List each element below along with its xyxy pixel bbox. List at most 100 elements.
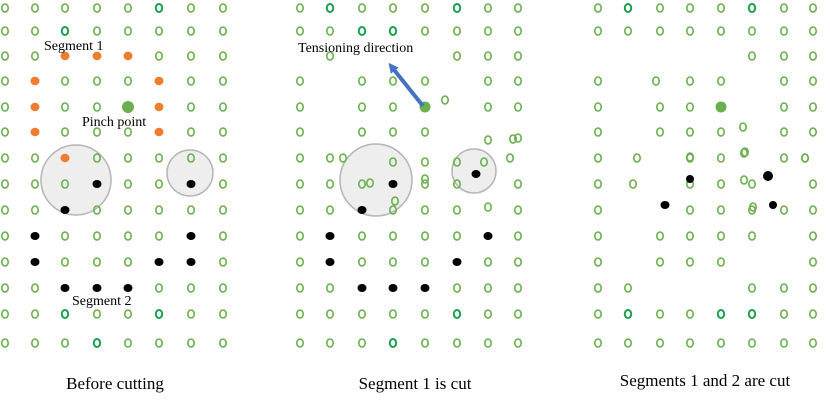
lattice-node-ring: [219, 102, 228, 112]
lattice-node-ring: [0, 51, 10, 61]
lattice-node-ring: [60, 3, 69, 13]
lattice-node-ring: [513, 3, 522, 13]
segment-2-node: [420, 284, 430, 292]
lattice-node-ring: [93, 26, 102, 36]
segment-2-node: [30, 258, 40, 266]
lattice-node-ring: [779, 338, 788, 348]
lattice-node-ring: [0, 3, 10, 13]
lattice-node-ring: [513, 102, 522, 112]
lattice-node-ring: [808, 127, 817, 137]
lattice-node-ring: [513, 179, 522, 189]
lattice-node-ring: [747, 338, 756, 348]
lattice-node-ring: [651, 76, 660, 86]
lattice-node-ring: [685, 76, 694, 86]
segment-1-node: [30, 76, 40, 86]
lattice-node-ring: [30, 51, 39, 61]
lattice-node-ring: [388, 3, 397, 13]
lattice-node-ring: [155, 338, 164, 348]
lattice-node-ring: [513, 309, 522, 319]
lattice-node-ring: [483, 257, 492, 267]
lattice-node-ring: [30, 26, 39, 36]
lattice-node-ring: [357, 102, 366, 112]
segment-1-node: [154, 127, 164, 137]
lattice-node-ring: [219, 338, 228, 348]
lattice-node-ring: [623, 309, 633, 319]
lattice-node-ring: [779, 205, 788, 215]
lattice-node-ring: [593, 257, 602, 267]
lattice-node-ring: [0, 127, 10, 137]
lattice-node-ring: [295, 127, 304, 137]
lattice-node-ring: [187, 338, 196, 348]
segment-2-node: [325, 232, 335, 240]
segment-2-node: [660, 201, 670, 209]
segment-1-node: [123, 51, 133, 61]
lattice-node-ring: [357, 26, 367, 36]
lattice-node-ring: [187, 283, 196, 293]
lattice-node-ring: [219, 179, 228, 189]
lattice-node-ring: [30, 338, 39, 348]
lattice-node-ring: [93, 309, 102, 319]
lattice-node-ring: [155, 179, 164, 189]
segment-2-node: [357, 284, 367, 292]
lattice-node-ring: [155, 26, 164, 36]
lattice-node-ring: [357, 257, 366, 267]
lattice-node-ring: [685, 152, 694, 162]
lattice-node-ring: [513, 231, 522, 241]
lattice-node-ring: [0, 179, 10, 189]
lattice-node-ring: [483, 51, 492, 61]
lattice-markers: [0, 3, 817, 348]
lattice-node-ring: [295, 76, 304, 86]
lattice-node-ring: [295, 153, 304, 163]
lattice-node-ring: [483, 102, 492, 112]
lattice-node-ring: [187, 102, 196, 112]
panel-1-highlight-circle-left: [40, 144, 112, 216]
lattice-node-ring: [420, 309, 429, 319]
lattice-node-ring: [124, 231, 133, 241]
lattice-node-ring: [808, 257, 817, 267]
lattice-node-ring: [655, 231, 664, 241]
lattice-node-ring: [808, 179, 817, 189]
lattice-node-ring: [124, 205, 133, 215]
lattice-node-ring: [420, 174, 429, 184]
lattice-node-ring: [716, 179, 725, 189]
lattice-node-ring: [155, 283, 164, 293]
lattice-node-ring: [593, 102, 602, 112]
lattice-node-ring: [685, 338, 694, 348]
panel-1-highlight-circle-right: [166, 149, 214, 197]
segment-1-node: [30, 102, 40, 112]
lattice-node-ring: [483, 309, 492, 319]
segment-1-node: [92, 51, 102, 61]
lattice-node-ring: [124, 76, 133, 86]
lattice-node-ring: [452, 3, 462, 13]
lattice-node-ring: [779, 283, 788, 293]
lattice-node-ring: [685, 309, 694, 319]
lattice-node-ring: [60, 127, 69, 137]
segment-1-node: [60, 51, 70, 61]
lattice-node-ring: [808, 76, 817, 86]
pinch-point-label: Pinch point: [82, 115, 146, 130]
lattice-node-ring: [420, 231, 429, 241]
lattice-node-ring: [440, 95, 449, 105]
lattice-node-ring: [716, 127, 725, 137]
lattice-node-ring: [685, 127, 694, 137]
lattice-node-ring: [716, 3, 725, 13]
lattice-node-ring: [452, 51, 461, 61]
segment-2-node: [483, 232, 493, 240]
lattice-node-ring: [808, 3, 817, 13]
segment-2-node: [388, 284, 398, 292]
lattice-node-ring: [0, 153, 10, 163]
lattice-node-ring: [0, 309, 10, 319]
lattice-node-ring: [779, 3, 788, 13]
lattice-node-ring: [740, 147, 749, 157]
lattice-node-ring: [685, 102, 694, 112]
lattice-node-ring: [30, 283, 39, 293]
lattice-node-ring: [60, 309, 70, 319]
lattice-node-ring: [655, 338, 664, 348]
lattice-node-ring: [452, 157, 461, 167]
lattice-node-ring: [124, 153, 133, 163]
lattice-node-ring: [655, 309, 664, 319]
lattice-node-ring: [483, 26, 492, 36]
lattice-node-ring: [593, 231, 602, 241]
lattice-node-ring: [388, 257, 397, 267]
lattice-node-ring: [779, 102, 788, 112]
